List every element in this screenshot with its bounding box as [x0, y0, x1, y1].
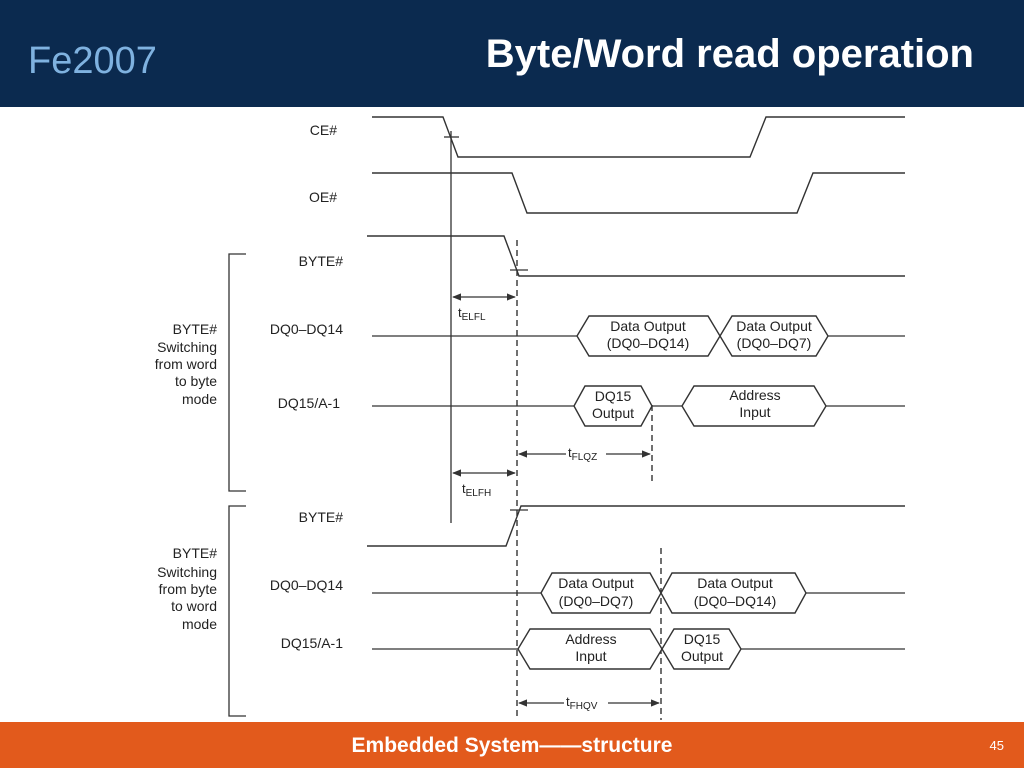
group-line: mode — [182, 616, 217, 632]
flqz-label: tFLQZ — [568, 445, 597, 463]
group-line: mode — [182, 391, 217, 407]
bus-text: Input — [739, 404, 770, 420]
group-line: to byte — [175, 373, 217, 389]
brand-label: Fe2007 — [28, 40, 157, 82]
bus-text: Output — [681, 648, 723, 664]
signal-label-dq15-bottom: DQ15/A-1 — [281, 635, 343, 651]
bus-text: (DQ0–DQ7) — [559, 593, 634, 609]
signal-label-dq15-top: DQ15/A-1 — [278, 395, 340, 411]
byte-top-waveform — [367, 235, 905, 277]
signal-label-byte-top: BYTE# — [299, 253, 344, 269]
group-line: to word — [171, 598, 217, 614]
timing-t: t — [566, 694, 570, 709]
group-line: Switching — [157, 564, 217, 580]
group-line: BYTE# — [173, 545, 218, 561]
elfh-label: tELFH — [462, 481, 491, 499]
signal-label-ce: CE# — [310, 122, 337, 138]
group-line: BYTE# — [173, 321, 218, 337]
bus-text: DQ15 — [684, 631, 721, 647]
slide-title: Byte/Word read operation — [485, 32, 974, 76]
group-line: from byte — [159, 581, 218, 597]
bus-text: DQ15 — [595, 388, 632, 404]
bus-text: Data Output — [697, 575, 773, 591]
timing-sub: FLQZ — [572, 452, 598, 463]
bus-text: Data Output — [736, 318, 812, 334]
bracket-byte-to-word — [228, 505, 246, 717]
bus-text: Data Output — [610, 318, 686, 334]
signal-label-dq0-bottom: DQ0–DQ14 — [270, 577, 343, 593]
bus-text: Input — [575, 648, 606, 664]
fhqv-label: tFHQV — [566, 694, 598, 712]
group-line: Switching — [157, 339, 217, 355]
timing-sub: ELFH — [466, 488, 492, 499]
ce-waveform — [372, 116, 905, 158]
bus-text: (DQ0–DQ14) — [607, 335, 689, 351]
bus-text: Address — [565, 631, 616, 647]
timing-diagram: CE# OE# BYTE# DQ0–DQ14 DQ15/A-1 BYTE# DQ… — [155, 116, 905, 720]
timing-sub: FHQV — [570, 701, 598, 712]
bus-text: (DQ0–DQ7) — [737, 335, 812, 351]
signal-label-dq0-top: DQ0–DQ14 — [270, 321, 343, 337]
timing-t: t — [458, 305, 462, 320]
slide-header: Fe2007 Byte/Word read operation — [0, 0, 1024, 107]
signal-label-oe: OE# — [309, 189, 337, 205]
footer-title: Embedded System——structure — [351, 734, 673, 757]
bus-text: Address — [729, 387, 780, 403]
timing-sub: ELFL — [462, 312, 486, 323]
elfl-label: tELFL — [458, 305, 486, 323]
flqz-label-bg — [566, 443, 606, 463]
oe-waveform — [372, 172, 905, 214]
group-label-byte-to-word: BYTE# Switching from byte to word mode — [157, 545, 217, 632]
timing-t: t — [568, 445, 572, 460]
bracket-word-to-byte — [228, 253, 246, 492]
slide-footer: Embedded System——structure 45 — [0, 722, 1024, 768]
page-number: 45 — [989, 738, 1004, 753]
group-line: from word — [155, 356, 217, 372]
group-label-word-to-byte: BYTE# Switching from word to byte mode — [155, 321, 217, 407]
bus-text: Output — [592, 405, 634, 421]
fhqv-label-bg — [564, 692, 608, 712]
signal-label-byte-bottom: BYTE# — [299, 509, 344, 525]
bus-text: Data Output — [558, 575, 634, 591]
bus-text: (DQ0–DQ14) — [694, 593, 776, 609]
byte-bottom-waveform — [367, 505, 905, 547]
timing-t: t — [462, 481, 466, 496]
